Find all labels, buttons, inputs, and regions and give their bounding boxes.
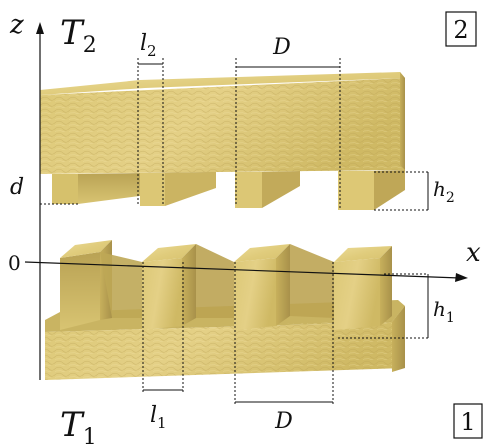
lower-ridge-3 bbox=[196, 244, 290, 330]
upper-ridge-3 bbox=[235, 171, 300, 208]
upper-period-dimension bbox=[235, 58, 341, 210]
l2-label: l2 bbox=[140, 31, 157, 60]
z-axis-label: z bbox=[9, 10, 24, 40]
lower-ridge-4 bbox=[290, 244, 392, 330]
l1-dimension bbox=[142, 262, 184, 392]
h1-dimension bbox=[338, 273, 429, 339]
z-axis bbox=[36, 22, 44, 380]
h1-label: h1 bbox=[433, 297, 455, 326]
upper-ridge-4 bbox=[338, 170, 405, 210]
upper-ridge-2 bbox=[140, 172, 216, 206]
upper-period-label: D bbox=[272, 35, 291, 60]
svg-text:2: 2 bbox=[453, 16, 468, 44]
lower-plate-right-face bbox=[392, 306, 405, 372]
h2-dimension bbox=[374, 171, 429, 211]
l1-label: l1 bbox=[150, 403, 167, 432]
panel-number-1: 1 bbox=[453, 403, 483, 439]
lower-period-label: D bbox=[274, 409, 293, 434]
svg-text:1: 1 bbox=[460, 408, 475, 436]
lower-period-dimension bbox=[234, 262, 334, 404]
upper-temperature-label: T2 bbox=[60, 13, 97, 58]
lower-plate bbox=[45, 240, 405, 380]
upper-plate-top-face bbox=[40, 72, 405, 95]
x-axis-label: x bbox=[466, 238, 481, 268]
lower-temperature-label: T1 bbox=[60, 405, 97, 444]
l2-dimension bbox=[137, 58, 164, 206]
zero-label: 0 bbox=[8, 251, 21, 275]
upper-plate bbox=[40, 72, 405, 210]
lower-ridge-2 bbox=[100, 244, 196, 330]
x-axis bbox=[24, 261, 468, 282]
upper-plate-right-face bbox=[400, 72, 405, 170]
h2-label: h2 bbox=[433, 177, 455, 206]
panel-number-2: 2 bbox=[445, 11, 477, 47]
d-label: d bbox=[10, 175, 24, 200]
